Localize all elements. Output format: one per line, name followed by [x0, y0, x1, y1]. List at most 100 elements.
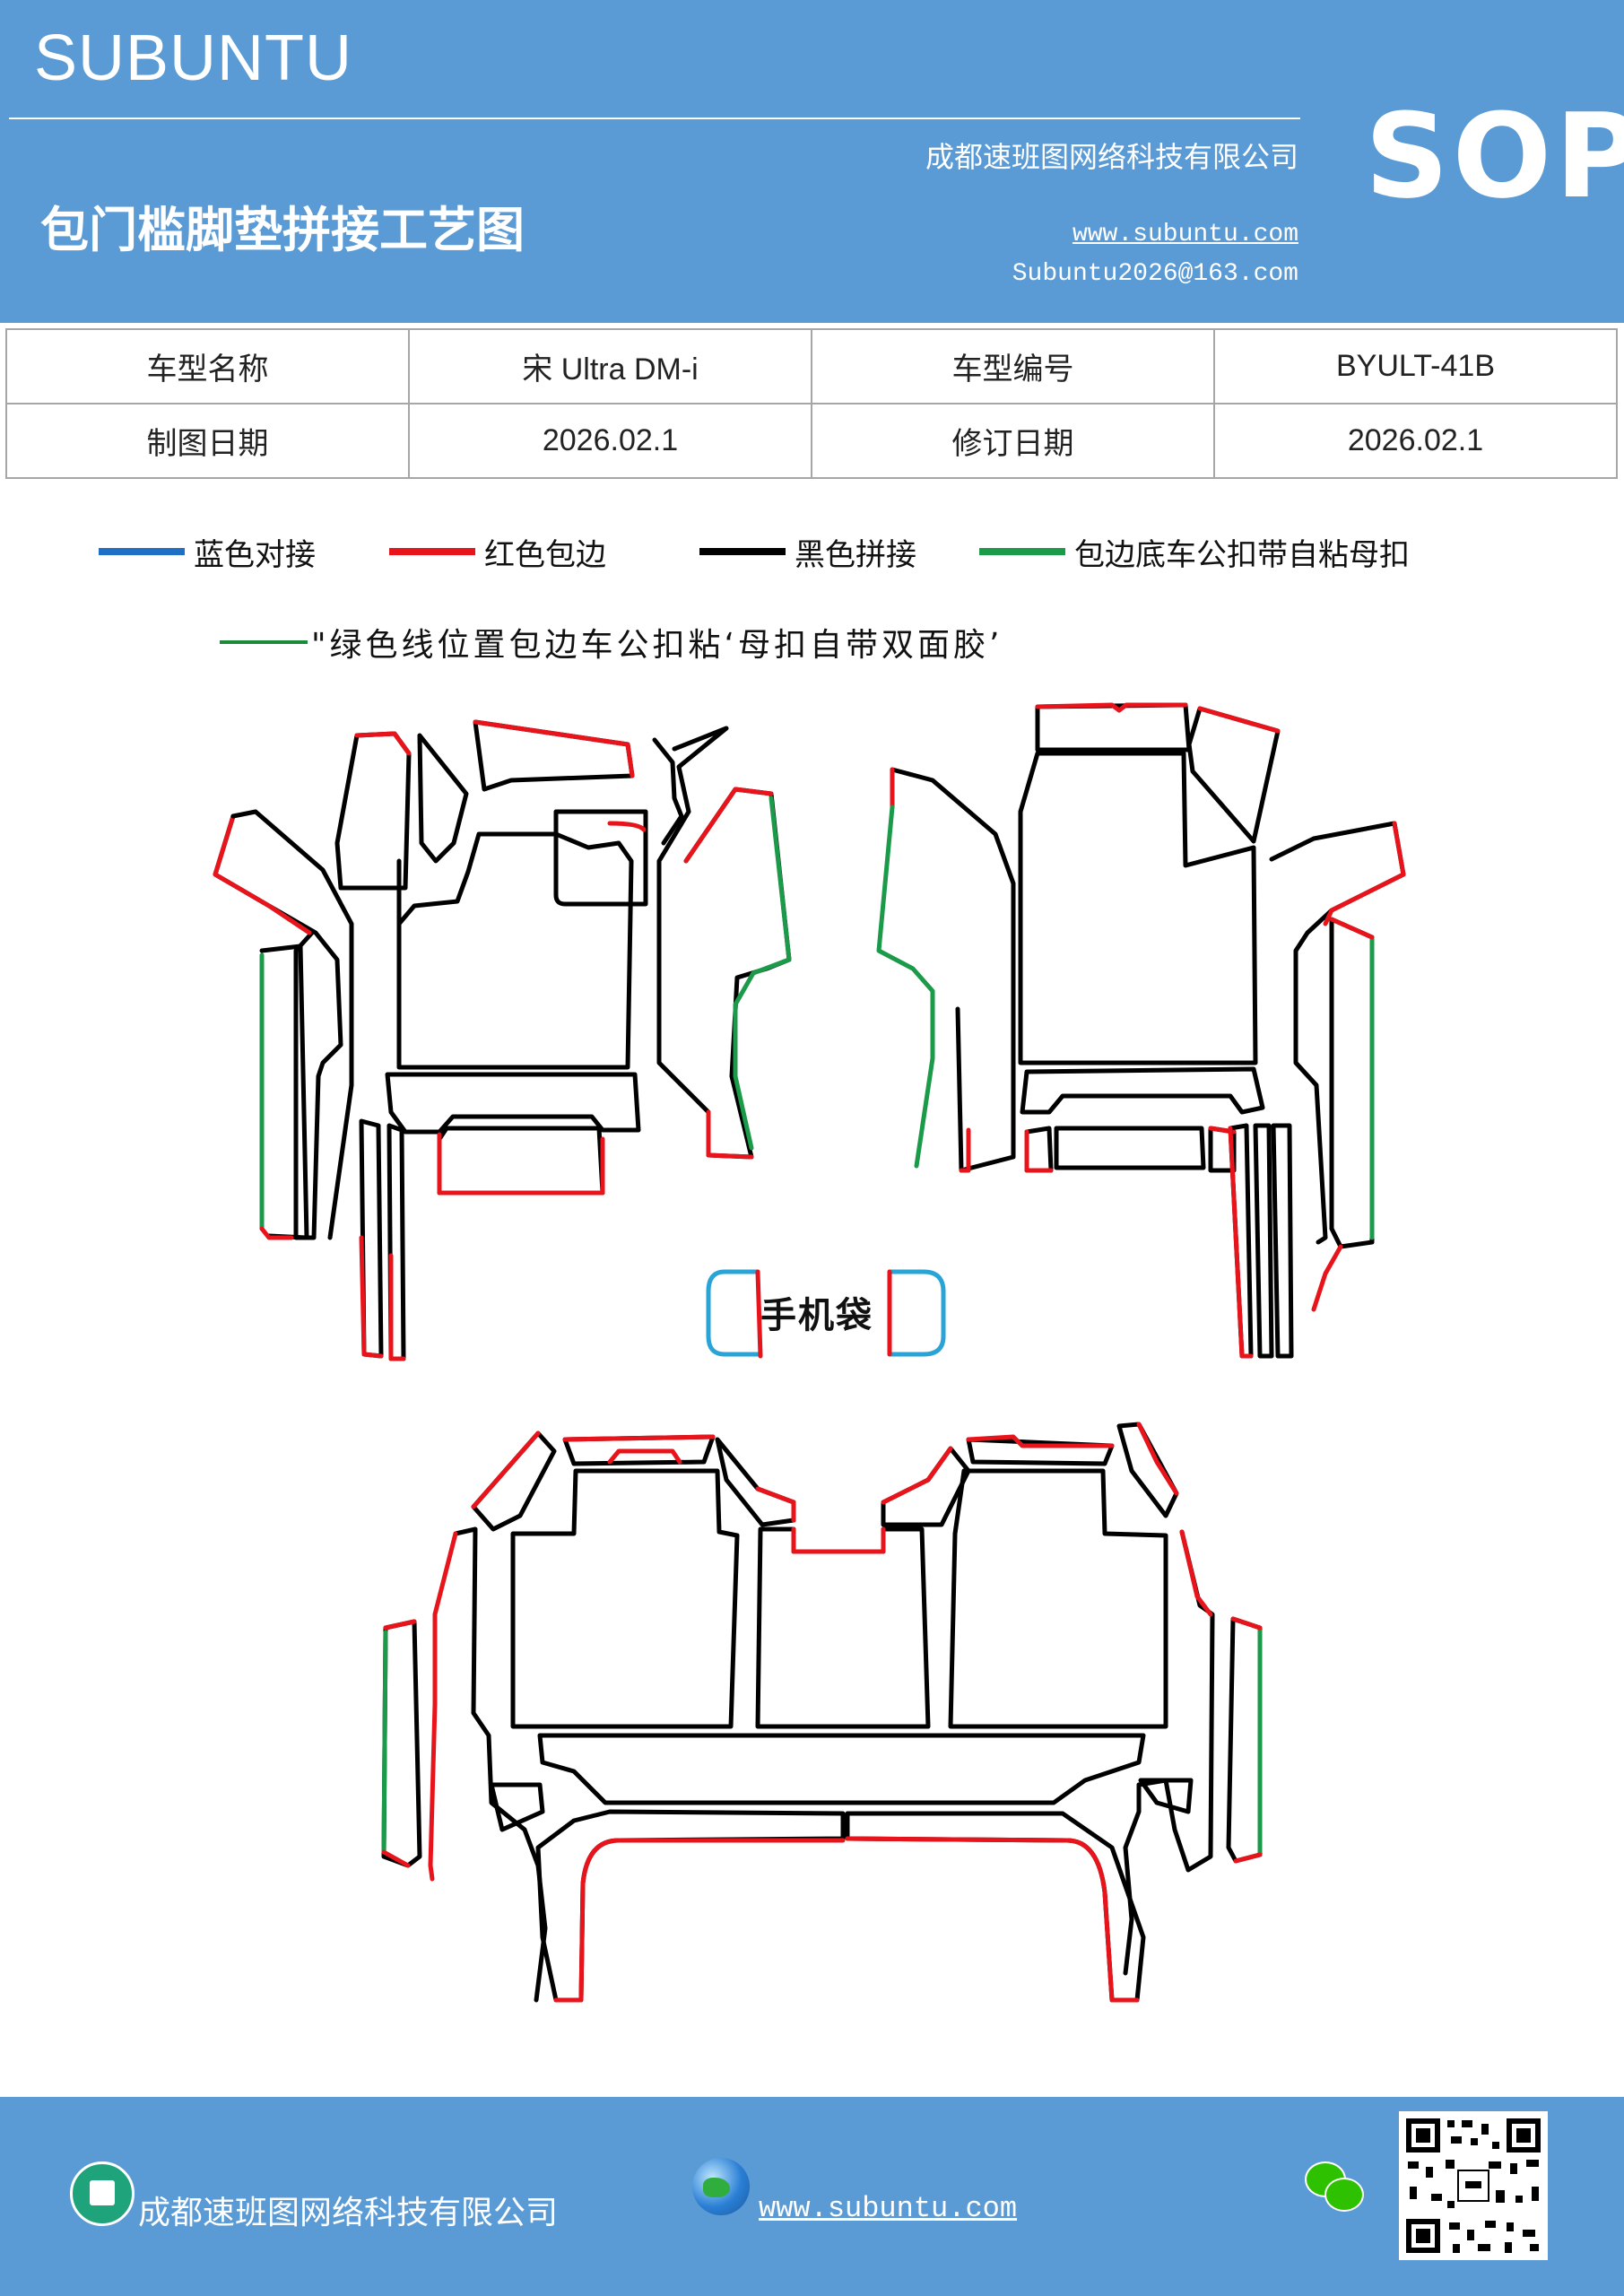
mat-piece-curve — [652, 737, 684, 846]
mat-piece-left-side-red — [213, 813, 312, 935]
legend-swatch — [979, 548, 1065, 555]
draw-date-value: 2026.02.1 — [408, 403, 812, 479]
mat-piece-rear-middle — [755, 1526, 931, 1729]
website-link[interactable]: www.subuntu.com — [1072, 221, 1298, 248]
mat-piece-main — [396, 831, 634, 1070]
mat-piece-small-edge — [607, 821, 647, 832]
legend-swatch — [699, 548, 786, 555]
footer-company: 成都速班图网络科技有限公司 — [138, 2195, 559, 2231]
mat-piece-rear-top-left-c — [715, 1437, 796, 1527]
mat-piece-rear-top-right-c-red — [1136, 1422, 1179, 1496]
mat-piece-rear-right-strip-red — [1230, 1616, 1263, 1864]
legend-item-blue: 蓝色对接 — [99, 525, 316, 578]
mat-piece-sill-right — [1020, 1066, 1265, 1115]
mat-piece-top-wedge-red — [1197, 706, 1281, 734]
mat-piece-rear-right-outer-red — [1179, 1529, 1213, 1617]
mat-piece-lower-strip-a-red — [359, 1235, 384, 1359]
mat-piece-left-cap — [230, 809, 354, 1240]
mat-piece-rear-top-left-a-red — [471, 1431, 541, 1509]
wechat-bubble-small — [1324, 2178, 1364, 2212]
mat-piece-rear-top-right-b — [966, 1437, 1115, 1466]
mat-piece-right-strip-red — [1311, 917, 1375, 1312]
mat-piece-rear-right-flap — [1138, 1778, 1194, 1814]
mat-piece-bottom-rect-red — [437, 1132, 605, 1196]
mat-piece-rear-under-right-red — [845, 1836, 1140, 2003]
legend-item-black: 黑色拼接 — [699, 525, 916, 578]
legend-label: 包边底车公扣带自粘母扣 — [1074, 536, 1410, 573]
legend-item-red: 红色包边 — [389, 525, 606, 578]
mat-piece-lower-strip-d — [1253, 1123, 1274, 1359]
mat-piece-main-right — [1018, 751, 1258, 1065]
green-line-note: "绿色线位置包边车公扣粘‘母扣自带双面胶’ — [220, 619, 1003, 665]
model-code-value: BYULT-41B — [1213, 328, 1618, 404]
mat-piece-bottom-rect — [437, 1126, 605, 1196]
info-table: 车型名称 宋 Ultra DM-i 车型编号 BYULT-41B 制图日期 20… — [5, 328, 1618, 479]
mat-piece-upper-edge — [354, 731, 412, 756]
mat-piece-sill — [385, 1072, 641, 1135]
footer-website-link[interactable]: www.subuntu.com — [759, 2192, 1018, 2225]
mat-piece-lower-small-a-red — [1024, 1129, 1054, 1173]
front-right-mat-group — [876, 702, 1406, 1359]
mat-piece-lower-small-a — [1024, 1126, 1054, 1173]
brand-logo-text: SUBUNTU — [34, 22, 353, 94]
globe-icon — [692, 2158, 750, 2215]
rear-mat-group — [381, 1422, 1263, 2003]
legend-swatch — [99, 548, 185, 555]
note-text: "绿色线位置包边车公扣粘‘母扣自带双面胶’ — [311, 627, 1003, 664]
mat-piece-rear-left-strip-red — [381, 1619, 417, 1868]
mat-piece-left-curve-red — [890, 767, 971, 1173]
mat-piece-rear-right-strip — [1226, 1616, 1263, 1864]
mat-piece-rear-top-left-a — [471, 1431, 557, 1532]
mat-piece-top-strip — [1035, 702, 1192, 752]
qr-code — [1399, 2111, 1548, 2260]
email-address: Subuntu2026@163.com — [1012, 260, 1298, 288]
mat-piece-rear-top-left-c-red — [755, 1486, 796, 1523]
phone-pocket-left-blue — [706, 1269, 760, 1357]
mat-piece-right-tall-green — [733, 796, 792, 1151]
header-divider — [9, 117, 1300, 119]
mat-piece-lower-strip-b-red — [388, 1253, 406, 1361]
mat-piece-rear-left-flap — [489, 1782, 545, 1832]
wechat-icon — [1305, 2161, 1364, 2215]
legend-label: 红色包边 — [484, 536, 606, 573]
mat-piece-left-strip — [259, 944, 309, 1240]
legend-label: 蓝色对接 — [194, 536, 316, 573]
mat-piece-rear-left-outer — [453, 1526, 548, 2003]
mat-piece-rear-left-strip — [381, 1619, 422, 1868]
mat-piece-rear-left-outer-red — [428, 1531, 458, 1882]
mat-piece-rear-wide — [537, 1733, 1146, 1805]
mat-piece-right-side-red — [1323, 821, 1406, 926]
company-name: 成都速班图网络科技有限公司 — [925, 140, 1298, 174]
phone-pocket-right-blue — [887, 1269, 946, 1357]
mat-piece-rear-left — [510, 1468, 740, 1729]
mat-piece-wedge-edge — [473, 719, 635, 778]
mat-piece-right-strip — [1329, 917, 1375, 1249]
table-row: 车型名称 宋 Ultra DM-i 车型编号 BYULT-41B — [5, 328, 1618, 404]
mat-piece-small — [553, 809, 648, 907]
model-name-label: 车型名称 — [5, 328, 410, 404]
revise-date-label: 修订日期 — [811, 403, 1215, 479]
mat-piece-narrow — [417, 733, 469, 864]
mat-piece-rear-top-right-a-red — [881, 1446, 953, 1505]
legend-item-green: 包边底车公扣带自粘母扣 — [979, 525, 1410, 578]
draw-date-label: 制图日期 — [5, 403, 410, 479]
phone-pocket-left-red — [755, 1269, 763, 1359]
page-title: 包门槛脚垫拼接工艺图 — [40, 201, 525, 258]
building-icon — [70, 2161, 135, 2226]
mat-piece-right-side — [1269, 821, 1406, 1245]
mat-piece-lower-strip-e — [1271, 1123, 1294, 1359]
model-code-label: 车型编号 — [811, 328, 1215, 404]
mat-piece-left-curve — [890, 767, 1016, 1173]
front-left-mat-group — [213, 719, 792, 1361]
model-name-value: 宋 Ultra DM-i — [408, 328, 812, 404]
legend-label: 黑色拼接 — [795, 536, 916, 573]
mat-piece-rear-left-strip-green — [381, 1630, 388, 1855]
mat-piece-rear-top-right-b-red — [966, 1434, 1115, 1448]
mat-piece-rear-top-right-c — [1116, 1422, 1179, 1518]
mat-piece-lower-rect-right — [1054, 1126, 1206, 1170]
phone-pocket-label: 手机袋 — [760, 1295, 873, 1336]
mat-piece-lower-strip-c-red — [1228, 1126, 1254, 1359]
mat-piece-left-strip-red — [259, 1226, 294, 1240]
mat-piece-top-strip-red — [1035, 702, 1188, 713]
mat-piece-left-curve-green — [876, 804, 935, 1169]
